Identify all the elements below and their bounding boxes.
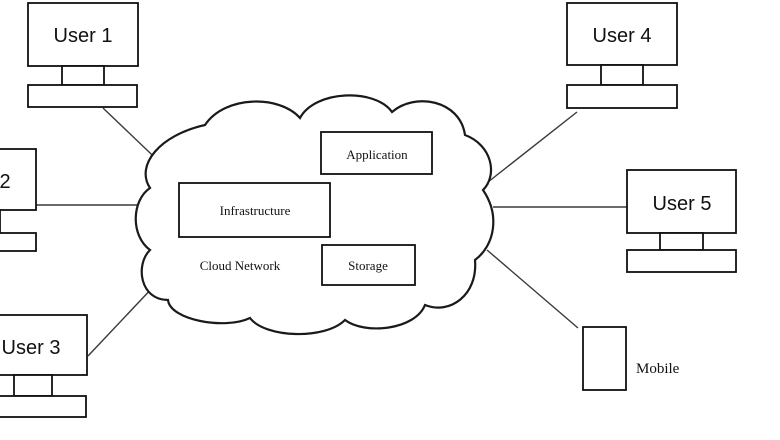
mobile-shape [582, 326, 627, 391]
storage-box [321, 244, 416, 286]
user4-monitor [566, 2, 678, 66]
user5-label: User 5 [653, 193, 712, 215]
user3-monitor [0, 314, 88, 376]
user5-stand [659, 232, 704, 251]
edge-user4-cloud [482, 111, 578, 187]
user4-label: User 4 [593, 25, 652, 47]
user4-computer: User 4 [566, 2, 678, 109]
user2-computer: 2 [0, 148, 37, 252]
edge-user3-cloud [87, 284, 156, 357]
user5-keyboard [626, 249, 737, 273]
user2-monitor [0, 148, 37, 211]
user1-label: User 1 [54, 25, 113, 47]
cloud-network: Application Infrastructure Storage Cloud… [134, 94, 495, 336]
storage-label: Storage [348, 258, 388, 273]
mobile-device: Mobile [582, 326, 680, 391]
user3-label: User 3 [2, 337, 61, 359]
application-box [320, 131, 433, 175]
user2-keyboard [0, 232, 37, 252]
user4-stand [600, 64, 644, 86]
edge-mobile-cloud [486, 249, 579, 329]
application-label: Application [346, 147, 408, 162]
mobile-label: Mobile [636, 361, 680, 377]
user3-computer: User 3 [0, 314, 88, 418]
user1-keyboard [27, 84, 138, 108]
infrastructure-box [178, 182, 331, 238]
user1-stand [61, 65, 105, 86]
infrastructure-label: Infrastructure [220, 203, 291, 218]
user3-stand [13, 374, 53, 397]
user5-monitor [626, 169, 737, 234]
user1-computer: User 1 [27, 2, 139, 108]
user5-computer: User 5 [626, 169, 737, 273]
user2-label: 2 [0, 171, 11, 193]
user4-keyboard [566, 84, 678, 109]
cloud-network-label: Cloud Network [200, 258, 281, 273]
user3-keyboard [0, 395, 87, 418]
